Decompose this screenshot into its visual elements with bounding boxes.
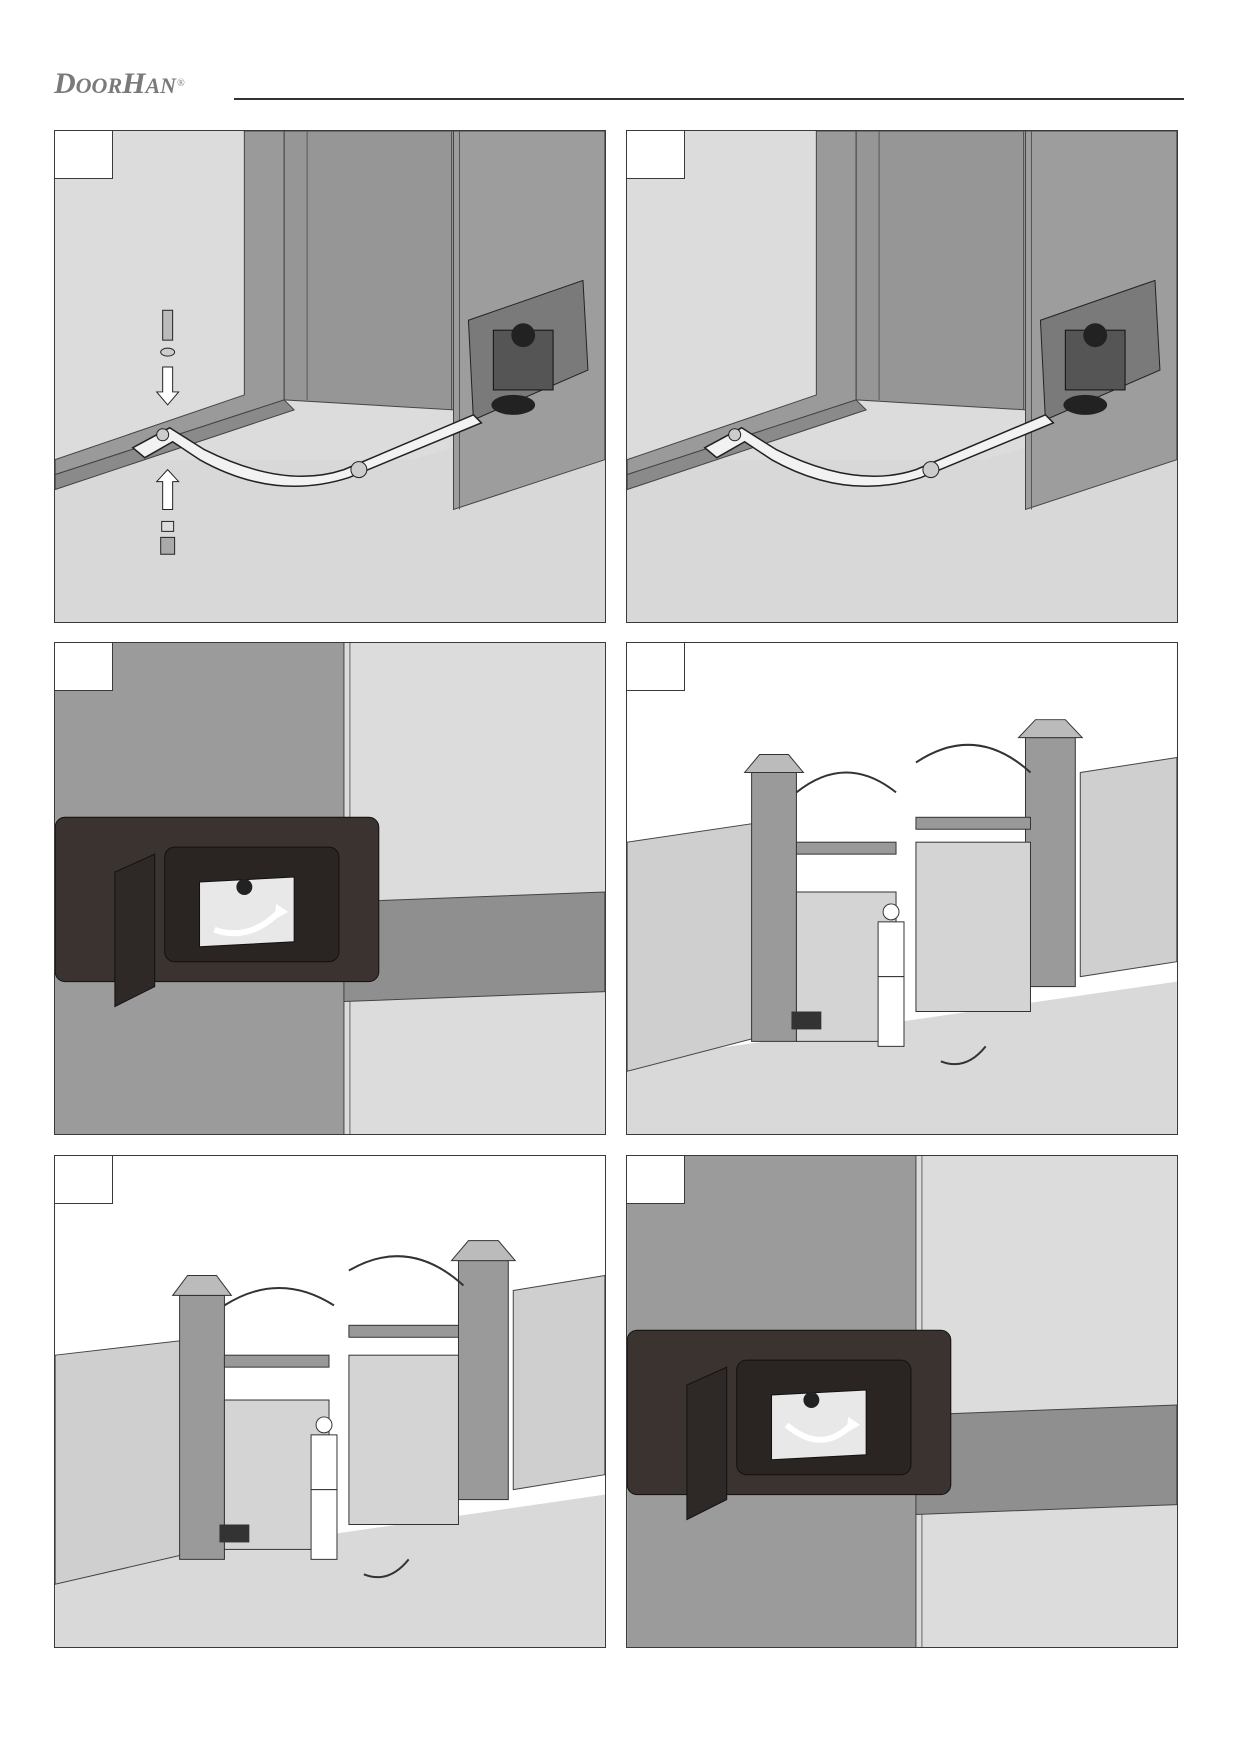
page-header: DOORHAN® <box>54 68 1184 104</box>
step-number-box <box>55 643 113 691</box>
illustration-manual-open-gate-2 <box>54 1155 606 1648</box>
step-number-box <box>627 643 685 691</box>
illustration-release-unlock <box>54 642 606 1135</box>
step-number-box <box>55 131 113 179</box>
illustration-arm-assembled <box>626 130 1178 623</box>
step-number-box <box>627 131 685 179</box>
header-rule <box>234 98 1184 100</box>
step-number-box <box>55 1156 113 1204</box>
illustration-arm-bolt-assembly <box>54 130 606 623</box>
illustration-manual-open-gate <box>626 642 1178 1135</box>
illustration-release-relock <box>626 1155 1178 1648</box>
step-number-box <box>627 1156 685 1204</box>
doorhan-logo: DOORHAN® <box>54 67 185 100</box>
